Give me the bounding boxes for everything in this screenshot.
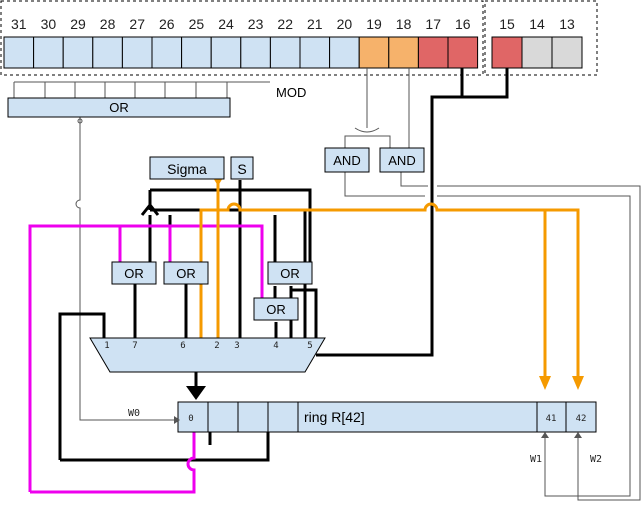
bit-cell-29 bbox=[62, 36, 94, 69]
mux-input-3: 3 bbox=[234, 341, 239, 351]
bit-number-30: 30 bbox=[41, 16, 57, 32]
s-label: S bbox=[237, 161, 246, 177]
or-gate-3 bbox=[267, 261, 313, 285]
bit-cell-31 bbox=[3, 36, 35, 69]
mux-input-6: 6 bbox=[180, 341, 185, 351]
bit-cell-20 bbox=[329, 36, 360, 69]
bit-cell-18 bbox=[388, 36, 419, 69]
bit-cell-15 bbox=[491, 36, 523, 69]
bit-cell-19 bbox=[358, 36, 390, 69]
mux-input-2: 2 bbox=[214, 341, 219, 351]
orange-wires bbox=[199, 176, 584, 390]
bit-cell-30 bbox=[33, 36, 64, 69]
bit-cell-21 bbox=[299, 36, 331, 69]
bit-number-29: 29 bbox=[70, 16, 86, 32]
bit-cell-23 bbox=[240, 36, 271, 69]
gray-wires bbox=[13, 68, 641, 501]
bit-number-22: 22 bbox=[277, 16, 293, 32]
bit-cell-25 bbox=[181, 36, 212, 69]
or-gate-1 bbox=[111, 261, 157, 285]
multiplexer-input-labels: 1 7 6 2 3 4 5 bbox=[104, 341, 312, 351]
w1-label: W1 bbox=[530, 454, 542, 465]
bit-cell-26 bbox=[151, 36, 183, 69]
sigma-box bbox=[149, 156, 225, 180]
bit-cell-22 bbox=[269, 36, 301, 69]
bit-number-24: 24 bbox=[218, 16, 234, 32]
ring-register bbox=[177, 401, 597, 433]
bit-number-20: 20 bbox=[337, 16, 353, 32]
bit-number-31: 31 bbox=[11, 16, 27, 32]
mux-input-7: 7 bbox=[132, 341, 137, 351]
s-box bbox=[230, 156, 254, 180]
or-gate-3-label: OR bbox=[280, 266, 300, 281]
bit-number-26: 26 bbox=[159, 16, 175, 32]
bit-number-19: 19 bbox=[366, 16, 382, 32]
ring-label: ring R[42] bbox=[304, 409, 365, 425]
or-gate-2-label: OR bbox=[176, 266, 196, 281]
bit-register: 31 30 29 28 27 26 25 24 23 22 21 20 19 18 17 16 bbox=[3, 16, 479, 69]
magenta-wires bbox=[28, 224, 264, 494]
bit-number-18: 18 bbox=[396, 16, 412, 32]
bit-number-14: 14 bbox=[529, 16, 545, 32]
or-gate-4-label: OR bbox=[266, 302, 286, 317]
bit-cell-28 bbox=[92, 36, 123, 69]
bit-number-23: 23 bbox=[248, 16, 264, 32]
bit-cell-27 bbox=[121, 36, 153, 69]
bit-number-13: 13 bbox=[559, 16, 575, 32]
and-gate-right bbox=[379, 147, 425, 173]
bit-cell-13 bbox=[551, 36, 583, 69]
or-gate-2 bbox=[163, 261, 209, 285]
mux-input-5: 5 bbox=[307, 341, 312, 351]
bit-number-16: 16 bbox=[455, 16, 471, 32]
ring-cell-42: 42 bbox=[576, 414, 587, 424]
multiplexer bbox=[89, 337, 326, 373]
bit-number-15: 15 bbox=[499, 16, 515, 32]
or-gate-4 bbox=[253, 297, 299, 321]
sigma-label: Sigma bbox=[167, 161, 207, 177]
bit-number-17: 17 bbox=[425, 16, 441, 32]
bit-cell-24 bbox=[210, 36, 242, 69]
bit-cell-17 bbox=[417, 36, 449, 69]
w0-label: W0 bbox=[128, 408, 140, 419]
upper-bits-dashed-frame bbox=[0, 0, 484, 76]
mod-label: MOD bbox=[276, 85, 306, 100]
and-gate-right-label: AND bbox=[388, 153, 415, 168]
lower-bits-dashed-frame bbox=[484, 0, 598, 76]
mux-input-4: 4 bbox=[273, 341, 278, 351]
ring-cell-41: 41 bbox=[546, 414, 557, 424]
w2-label: W2 bbox=[590, 454, 602, 465]
bit-number-25: 25 bbox=[189, 16, 205, 32]
mod-or-gate bbox=[7, 97, 231, 118]
extra-bit-register: 15 14 13 bbox=[491, 16, 583, 69]
mux-input-1: 1 bbox=[104, 341, 109, 351]
bit-number-21: 21 bbox=[307, 16, 323, 32]
and-gate-left-label: AND bbox=[333, 153, 360, 168]
or-gate-1-label: OR bbox=[124, 266, 144, 281]
ring-cell-0: 0 bbox=[188, 414, 193, 424]
bit-number-28: 28 bbox=[100, 16, 116, 32]
bit-cell-16 bbox=[447, 36, 479, 69]
mod-or-label: OR bbox=[109, 100, 129, 115]
and-gate-left bbox=[324, 147, 370, 173]
bit-cell-14 bbox=[521, 36, 553, 69]
bit-number-27: 27 bbox=[129, 16, 145, 32]
